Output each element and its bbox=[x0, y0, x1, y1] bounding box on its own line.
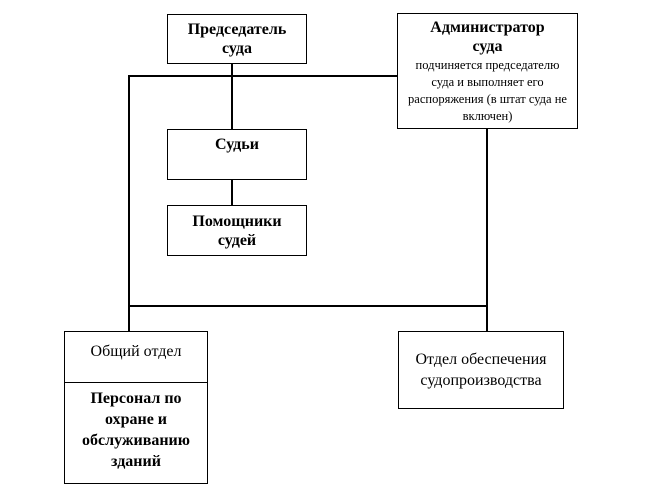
node-administrator-note: подчиняется председателю суда и выполняе… bbox=[408, 58, 567, 123]
node-assistants: Помощники судей bbox=[167, 205, 307, 256]
node-assistants-title: Помощники судей bbox=[192, 212, 282, 249]
connector-chairman-to-judges bbox=[231, 63, 233, 130]
node-support-department-title: Отдел обеспечения судопроизводства bbox=[415, 351, 547, 389]
node-chairman: Председатель суда bbox=[167, 14, 307, 64]
connector-departments-horizontal bbox=[128, 305, 488, 307]
node-judges: Судьи bbox=[167, 129, 307, 180]
connector-left-vertical bbox=[128, 75, 130, 332]
node-administrator-title: Администратор суда bbox=[430, 19, 545, 55]
node-administrator: Администратор суда подчиняется председат… bbox=[397, 13, 578, 129]
node-judges-title: Судьи bbox=[215, 136, 259, 153]
node-general-department-subsection-text: Персонал по охране и обслуживанию зданий bbox=[82, 390, 190, 470]
connector-judges-to-assistants bbox=[231, 178, 233, 206]
connector-admin-to-support bbox=[486, 127, 488, 332]
connector-chairman-admin-horizontal bbox=[128, 75, 398, 77]
node-general-department: Общий отдел Персонал по охране и обслужи… bbox=[64, 331, 208, 484]
node-support-department: Отдел обеспечения судопроизводства bbox=[398, 331, 564, 409]
node-general-department-header: Общий отдел bbox=[65, 332, 207, 383]
node-general-department-subsection: Персонал по охране и обслуживанию зданий bbox=[65, 383, 207, 472]
node-chairman-title: Председатель суда bbox=[187, 21, 287, 57]
node-general-department-title: Общий отдел bbox=[90, 343, 182, 360]
